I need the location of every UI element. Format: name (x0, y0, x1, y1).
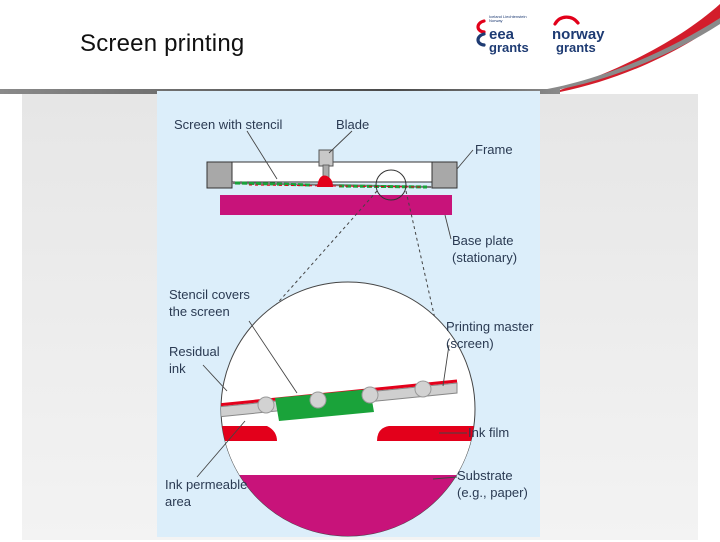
leader-printing-master (442, 344, 450, 387)
eea-logo-mark (476, 19, 486, 47)
label-stencil-covers: Stencil covers (169, 287, 250, 302)
leader-screen (246, 130, 278, 180)
frame-left (206, 161, 233, 189)
eea-grants-logo: Iceland Liechtenstein Norway eea grants (472, 12, 542, 54)
mesh-dot (257, 396, 275, 414)
label-ink-permeable: Ink permeable (165, 477, 247, 492)
label-ink-permeable-2: area (165, 494, 192, 509)
norway-grants-logo: norway grants (548, 12, 614, 54)
substrate-white (221, 441, 475, 475)
diagram-svg: Screen with stencil Blade Frame Base pla… (165, 117, 534, 537)
base-plate (220, 195, 452, 215)
label-blade: Blade (336, 117, 369, 132)
leader-permeable (196, 420, 246, 478)
ink-film-right (377, 426, 475, 441)
frame-right (431, 161, 458, 189)
zoom-marker (375, 169, 407, 201)
label-ink-film: Ink film (468, 425, 509, 440)
label-printing-master-2: (screen) (446, 336, 494, 351)
label-substrate-2: (e.g., paper) (457, 485, 528, 500)
ink-film-left (221, 426, 277, 441)
label-base-plate: Base plate (452, 233, 513, 248)
label-residual: Residual (169, 344, 220, 359)
eea-logo-line2: grants (489, 40, 529, 55)
eea-logo-small-text: Iceland Liechtenstein Norway (489, 14, 527, 23)
leader-blade (328, 130, 353, 154)
leader-substrate (432, 476, 458, 480)
norway-logo-line2: grants (556, 40, 596, 55)
screen-printing-diagram: Screen with stencil Blade Frame Base pla… (157, 91, 540, 537)
ink-streak (248, 184, 423, 188)
mesh-dot (309, 391, 327, 409)
label-printing-master: Printing master (446, 319, 534, 334)
mesh-dot (414, 380, 432, 398)
label-screen-with-stencil: Screen with stencil (174, 117, 282, 132)
blade-handle (318, 149, 334, 167)
norway-logo-mark (553, 15, 580, 26)
leader-residual (202, 364, 228, 392)
label-stencil-covers-2: the screen (169, 304, 230, 319)
norway-logo-line1: norway (552, 26, 605, 43)
leader-frame (456, 149, 474, 170)
label-base-plate-note: (stationary) (452, 250, 517, 265)
label-frame: Frame (475, 142, 513, 157)
slide-title: Screen printing (80, 30, 245, 57)
label-residual-2: ink (169, 361, 186, 376)
leader-stencil (248, 320, 298, 394)
ink-blob (317, 175, 333, 187)
eea-logo-line1: eea (489, 26, 515, 43)
mesh-dot (361, 386, 379, 404)
label-substrate: Substrate (457, 468, 513, 483)
leader-base (444, 214, 452, 240)
stencil-left (234, 181, 313, 187)
